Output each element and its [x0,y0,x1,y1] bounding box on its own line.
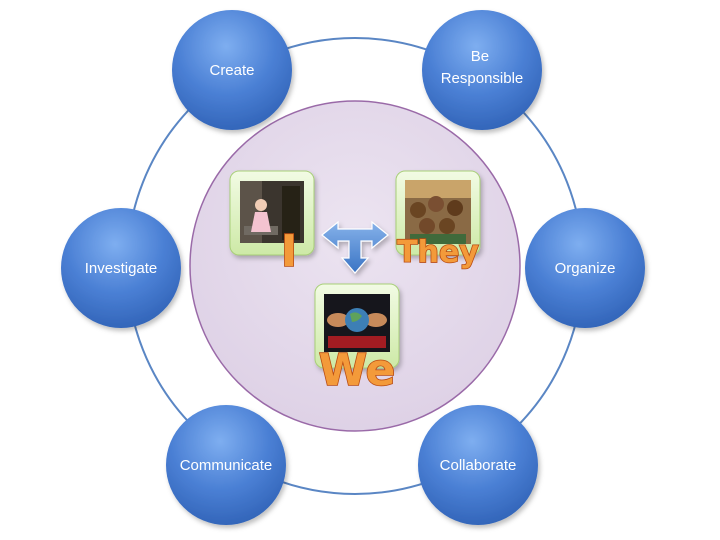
svg-text:Communicate: Communicate [180,457,273,474]
word-i: I [281,226,297,277]
node-create-circle [172,10,292,130]
svg-text:Organize: Organize [555,260,616,277]
child-photo-image [240,181,304,243]
node-create-label: Create [209,62,254,79]
svg-text:Be Responsible: Be Responsible [441,48,524,87]
word-we: We [319,345,396,396]
node-be-responsible: Be Responsible [422,10,542,130]
photo-they [395,170,481,256]
node-be-responsible-label-line2: Responsible [441,70,524,87]
node-communicate: Communicate [166,405,286,525]
node-communicate-circle [166,405,286,525]
node-create: Create [172,10,292,130]
word-they: They [397,235,479,270]
node-collaborate-label: Collaborate [440,457,517,474]
node-organize-label: Organize [555,260,616,277]
node-collaborate: Collaborate [418,405,538,525]
photo-i [229,170,315,256]
node-communicate-label: Communicate [180,457,273,474]
svg-text:Collaborate: Collaborate [440,457,517,474]
node-collaborate-circle [418,405,538,525]
node-be-responsible-circle [422,10,542,130]
node-investigate-label: Investigate [85,260,158,277]
photo-we [314,283,400,369]
node-be-responsible-label-line1: Be [471,48,489,65]
node-organize: Organize [525,208,645,328]
node-investigate-circle [61,208,181,328]
globe-hands-photo-image [324,294,390,352]
svg-text:Create: Create [209,62,254,79]
node-investigate: Investigate [61,208,181,328]
three-way-arrow-icon [321,220,389,274]
children-group-photo-image [405,180,471,244]
node-organize-circle [525,208,645,328]
svg-text:Investigate: Investigate [85,260,158,277]
